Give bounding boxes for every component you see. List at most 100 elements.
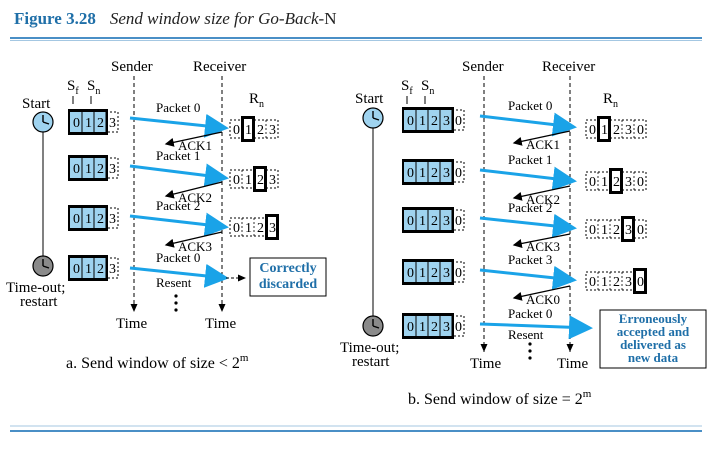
sender-window-b-3-seq-0: 0 [407,266,414,281]
time-label-a-sender: Time [116,316,147,332]
packet-label-b-0: Packet 0 [508,98,552,113]
sender-window-b-4-seq-0: 0 [407,320,414,335]
sender-window-b-4-seq-4: 0 [455,320,462,335]
receiver-window-a-2-seq-2: 2 [257,221,264,236]
packet-label-a-2: Packet 2 [156,198,200,213]
sender-label-b: Sender [462,59,504,75]
ellipsis-a-dot [174,294,178,298]
sender-window-a-3-seq-1: 1 [85,262,92,277]
sender-window-a-0-seq-2: 2 [97,116,104,131]
sn-label-a: Sn [87,78,100,97]
sender-window-b-3-seq-3: 3 [443,266,450,281]
receiver-window-b-3-seq-2: 2 [613,275,620,290]
sender-window-b-2-seq-4: 0 [455,214,462,229]
sender-window-a-2-seq-0: 0 [73,212,80,227]
receiver-window-b-3-rn-cell [636,271,644,291]
packet-arrow-b-3 [479,265,577,290]
ellipsis-a-dot [174,308,178,312]
packet-label-b-4: Packet 0 [508,306,552,321]
packet-arrow-a-2 [129,212,229,237]
ack-label-b-3: ACK0 [526,292,560,307]
sender-window-b-2-seq-3: 3 [443,214,450,229]
sender-window-b-2-cell-outside [451,209,465,231]
time-label-a-receiver: Time [205,316,236,332]
rules [10,37,702,432]
receiver-window-b-0-rn-cell [600,119,608,139]
receiver-window-b-3-seq-0: 0 [589,275,596,290]
receiver-window-a-1-seq-3: 3 [269,173,276,188]
sf-label-b: Sf [401,78,413,97]
note-line-b-0: Erroneously [619,311,688,326]
sender-window-b-0-seq-4: 0 [455,114,462,129]
note-line-b-1: accepted and [617,324,690,339]
clock-icon-timeout-b [362,315,384,337]
receiver-window-a-2-seq-3: 3 [269,221,276,236]
receiver-window-b-2-seq-2: 2 [613,223,620,238]
receiver-window-b-0-seq-0: 0 [589,123,596,138]
sender-window-a-3-seq-2: 2 [97,262,104,277]
note-box-b [599,309,707,369]
ellipsis-b-dot [528,349,532,353]
sender-window-a-1-seq-0: 0 [73,162,80,177]
sender-window-a-1-seq-2: 2 [97,162,104,177]
ack-label-a-0: ACK1 [178,138,212,153]
note-line-a-0: Correctly [259,261,316,276]
clock-icon-timeout-a-hand-2 [42,265,50,269]
receiver-window-a-0-seq-0: 0 [233,123,240,138]
resent-label-b: Resent [508,327,544,342]
note-line-a-1: discarded [259,277,318,292]
sender-window-a-3-window [70,258,106,278]
sender-window-b-4-cell-outside [451,315,465,337]
packet-label-b-1: Packet 1 [508,152,552,167]
timeout-label-a: Time-out; [6,280,65,296]
receiver-window-b-2-seq-4: 0 [637,223,644,238]
packet-label-a-0: Packet 0 [156,100,200,115]
packet-label-b-3: Packet 3 [508,252,552,267]
sender-window-a-1-window [70,158,106,178]
clock-icon-start-a-hand-2 [42,121,50,125]
clock-icon-start-a [32,111,54,133]
sender-window-b-2-seq-2: 2 [431,214,438,229]
clock-icon-start-b [362,107,384,129]
figure-caption-plain: N [324,9,337,28]
receiver-window-b-2-seq-3: 3 [625,223,632,238]
sender-label-a: Sender [111,59,153,75]
ack-label-b-1: ACK2 [526,192,560,207]
caption-a: a. Send window of size < 2m [66,352,249,372]
sender-window-a-1-seq-3: 3 [109,162,116,177]
receiver-window-b-2-seq-0: 0 [589,223,596,238]
clock-icon-start-b-hand-2 [372,117,380,121]
packet-arrow-a-1 [129,163,229,188]
note-line-b-2: delivered as [620,337,686,352]
sender-window-b-3-cell-outside [451,261,465,283]
time-label-b-sender: Time [470,356,501,372]
caption-b: b. Send window of size = 2m [408,388,592,408]
packet-arrow-b-1 [479,166,577,191]
sender-window-a-0-seq-0: 0 [73,116,80,131]
packet-label-b-2: Packet 2 [508,200,552,215]
sender-window-b-3-seq-2: 2 [431,266,438,281]
sender-window-b-1-seq-2: 2 [431,166,438,181]
receiver-window-a-2-seq-0: 0 [233,221,240,236]
restart-label-a: restart [20,294,58,310]
receiver-window-a-0-seq-2: 2 [257,123,264,138]
receiver-window-b-2-seq-1: 1 [601,223,608,238]
sender-window-b-1-cell-outside [451,161,465,183]
figure-caption-italic: Send window size for Go-Back- [109,9,325,28]
start-label-b: Start [355,91,384,107]
receiver-window-b-2-rn-cell [624,219,632,239]
receiver-window-b-1-seq-2: 2 [613,175,620,190]
sender-window-b-4-seq-3: 3 [443,320,450,335]
receiver-window-a-0-seq-1: 1 [245,123,252,138]
packet-label-a-3: Packet 0 [156,250,200,265]
sender-window-a-1-cell-outside [105,157,119,179]
